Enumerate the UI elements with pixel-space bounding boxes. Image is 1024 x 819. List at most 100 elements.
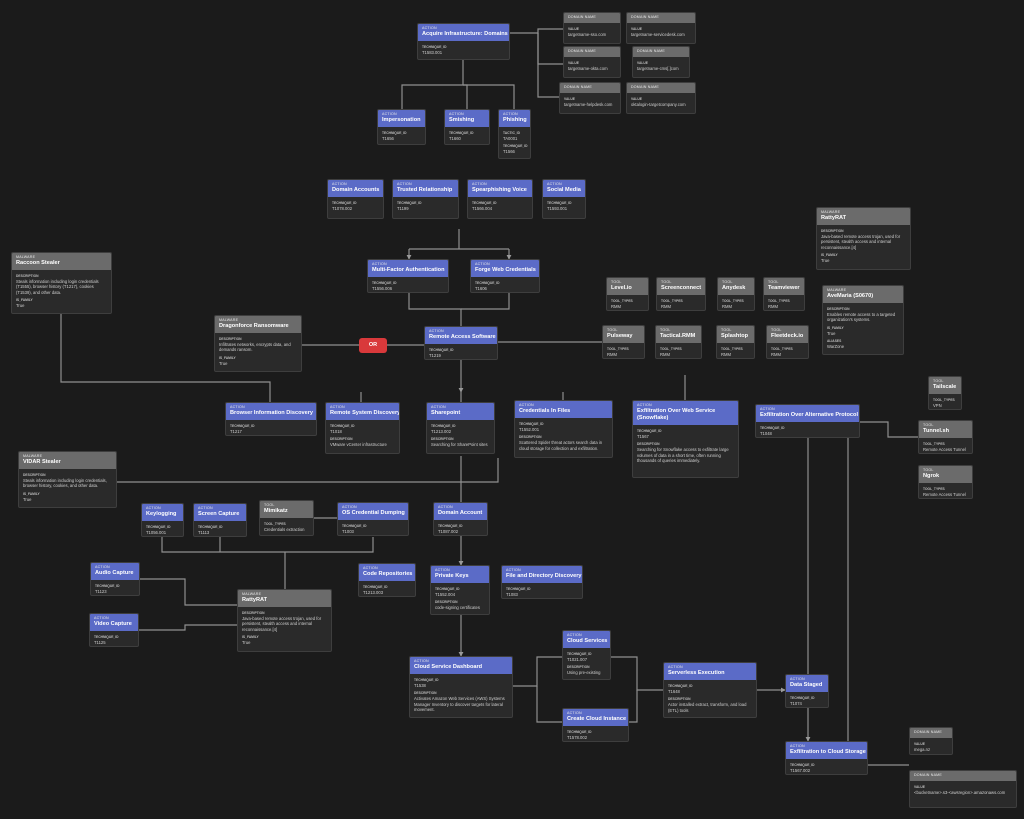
- field-key: TECHNIQUE_ID: [668, 684, 693, 688]
- node-kind-label: DOMAIN NAME: [631, 15, 659, 19]
- field-key: VALUE: [914, 742, 925, 746]
- connector: [463, 84, 468, 109]
- connector: [117, 458, 499, 483]
- field-value: Remote Access Tunnel: [923, 447, 966, 452]
- field-value: Searching for SharePoint sites: [431, 442, 488, 448]
- node-kind-label: ACTION: [668, 665, 683, 669]
- field-key: TECHNIQUE_ID: [198, 525, 223, 529]
- field-key: DESCRIPTION: [567, 665, 590, 670]
- field-key: TOOL_TYPES: [721, 347, 743, 351]
- field-value: T1217: [230, 429, 242, 434]
- node-header: DOMAIN NAME: [627, 13, 695, 23]
- field-value: T1566: [503, 149, 515, 155]
- field-value: T1593.001: [547, 206, 568, 211]
- field-value: RMM: [607, 352, 618, 357]
- field-value: T1021.007: [567, 657, 588, 662]
- field-key: TOOL_TYPES: [661, 299, 683, 303]
- field-key: TECHNIQUE_ID: [790, 696, 815, 700]
- node-kind-label: TOOL: [721, 328, 732, 332]
- field-value: RMM: [768, 304, 779, 309]
